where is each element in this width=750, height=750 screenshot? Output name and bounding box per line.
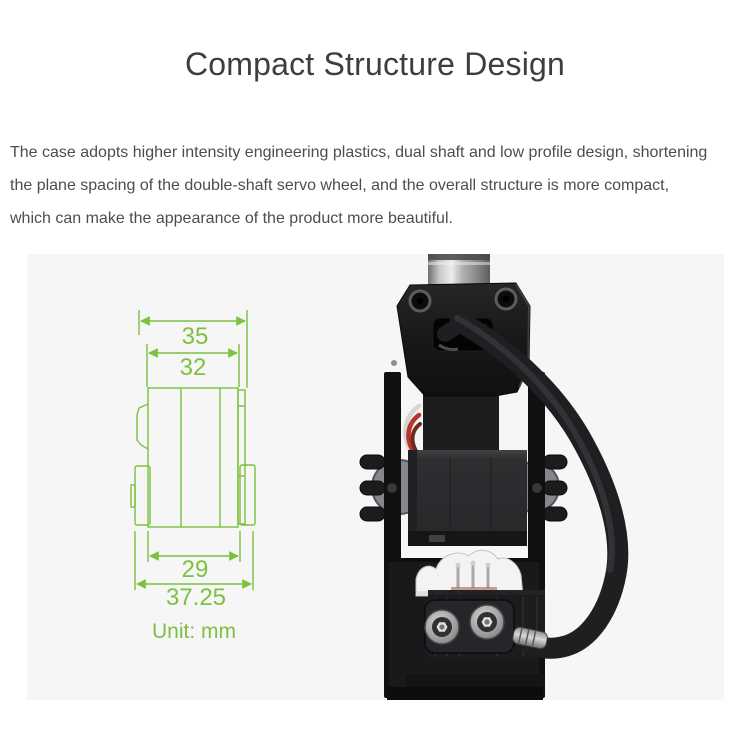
description-line: which can make the appearance of the pro… <box>10 210 453 227</box>
product-figure: 35 32 29 37.25 Unit: mm <box>27 254 724 700</box>
hex-screw <box>424 609 460 645</box>
section-description: The case adopts higher intensity enginee… <box>10 136 740 235</box>
servo-label <box>429 535 445 542</box>
bracket-neck <box>423 392 499 454</box>
hex-screw <box>469 604 505 640</box>
cable-connector <box>512 626 548 650</box>
dim-label-37-25: 37.25 <box>166 584 226 611</box>
servo-body <box>408 450 527 546</box>
top-clamp-bracket <box>396 282 531 397</box>
servo-outline-right-wheel <box>239 464 256 526</box>
horn-pins <box>451 560 497 592</box>
servo-wires <box>403 403 422 454</box>
dim-label-29: 29 <box>182 556 209 583</box>
dim-label-35: 35 <box>182 323 209 350</box>
description-line: The case adopts higher intensity enginee… <box>10 144 708 161</box>
servo-outline-flange <box>237 389 246 525</box>
servo-outline-tab <box>136 403 149 450</box>
servo-cable <box>437 311 629 659</box>
bracket-screw-hole <box>494 287 518 311</box>
side-screw <box>391 360 397 366</box>
dim-35 <box>138 310 248 388</box>
lower-bracket <box>387 549 545 700</box>
dim-37-25 <box>134 531 254 590</box>
dim-32 <box>146 344 240 387</box>
unit-label: Unit: mm <box>152 620 236 643</box>
metal-shaft <box>428 254 490 286</box>
white-servo-horn <box>415 549 524 597</box>
dim-label-32: 32 <box>180 354 207 381</box>
section-title: Compact Structure Design <box>184 46 566 82</box>
servo-outline <box>130 387 256 528</box>
hinge-bolts <box>359 454 568 522</box>
description-line: the plane spacing of the double-shaft se… <box>10 177 670 194</box>
servo-photo <box>359 254 629 700</box>
dim-29 <box>147 531 241 562</box>
bracket-screw-hole <box>408 289 432 313</box>
dimension-drawing: 35 32 29 37.25 Unit: mm <box>130 310 256 643</box>
figure-canvas: 35 32 29 37.25 Unit: mm <box>130 254 629 700</box>
